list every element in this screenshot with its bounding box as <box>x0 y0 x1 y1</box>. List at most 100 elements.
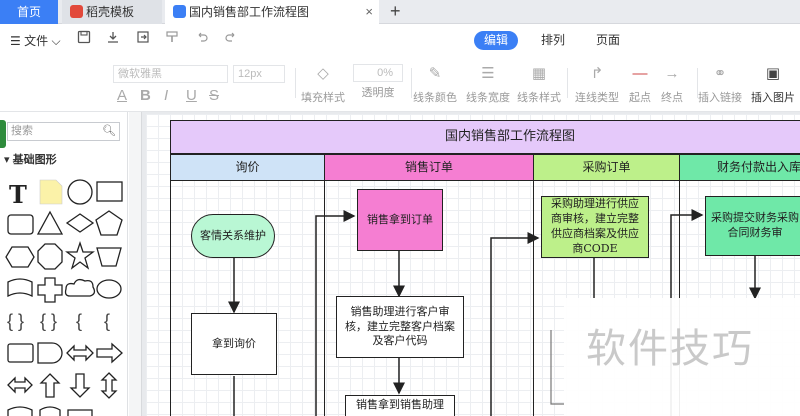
shape-category-label: 基础图形 <box>12 154 57 166</box>
pentagon-shape[interactable] <box>95 210 123 236</box>
node-customer-review[interactable]: 销售助理进行客户审核，建立完整客户档案及客户代码 <box>336 296 464 358</box>
star-shape[interactable] <box>65 240 95 270</box>
up-down-arrow-shape[interactable] <box>100 372 118 399</box>
hexagon-shape[interactable] <box>5 246 35 268</box>
note-shape[interactable] <box>39 179 63 205</box>
insert-link-tool[interactable]: ⚭ 插入链接 <box>690 64 750 105</box>
file-menu-label: 文件 <box>24 34 49 48</box>
fill-style-tool[interactable]: ◇ 填充样式 <box>293 64 353 105</box>
left-brace-shape[interactable]: { <box>76 311 82 331</box>
node-supplier-review[interactable]: 采购助理进行供应商审核，建立完整供应商档案及供应商CODE <box>541 196 649 258</box>
circle-shape[interactable] <box>67 179 93 205</box>
undo-icon[interactable] <box>193 30 211 48</box>
node-receive-inquiry[interactable]: 拿到询价 <box>191 313 277 375</box>
down-arrow-shape[interactable] <box>69 373 91 398</box>
lane-divider <box>170 180 171 416</box>
double-arrow-shape[interactable] <box>7 376 33 394</box>
cross-shape[interactable] <box>37 277 63 303</box>
line-style-tool[interactable]: ▦ 线条样式 <box>509 64 569 105</box>
opacity-input[interactable]: 0% <box>353 64 403 82</box>
tab-templates-label: 稻壳模板 <box>86 5 135 19</box>
toolbar-divider <box>295 68 296 98</box>
line-color-tool[interactable]: ✎ 线条颜色 <box>405 64 465 105</box>
toolbar-divider <box>567 68 568 98</box>
opacity-label: 透明度 <box>361 87 395 99</box>
flowchart-page[interactable]: 国内销售部工作流程图 询价 销售订单 采购订单 财务付款出入库 <box>146 114 800 416</box>
delay-shape[interactable] <box>37 342 63 364</box>
font-family-select[interactable]: 微软雅黑 <box>113 65 228 83</box>
drawing-canvas[interactable]: 国内销售部工作流程图 询价 销售订单 采购订单 财务付款出入库 <box>129 112 800 416</box>
strikethrough-button[interactable]: S <box>209 87 220 104</box>
left-right-arrow-shape[interactable] <box>66 344 94 362</box>
node-customer-relations[interactable]: 客情关系维护 <box>191 214 275 258</box>
tab-bar: 首页 稻壳模板 国内销售部工作流程图 × + <box>0 0 800 24</box>
brace-pair-shape[interactable]: { } <box>7 311 24 331</box>
rectangle-shape[interactable] <box>96 181 123 202</box>
line-end-tool[interactable]: → 终点 <box>642 64 702 105</box>
cloud-shape[interactable] <box>64 278 96 297</box>
diamond-shape[interactable] <box>65 213 95 233</box>
format-painter-icon[interactable] <box>163 30 181 48</box>
up-arrow-shape[interactable] <box>39 373 61 398</box>
line-width-icon: ☰ <box>481 65 495 82</box>
partial-shape-row <box>7 406 93 416</box>
underline-button[interactable]: U <box>186 87 197 104</box>
node-finance-contract[interactable]: 采购提交财务采购合同财务审 <box>705 196 800 256</box>
toolbar-divider <box>697 68 698 98</box>
shape-category-basic[interactable]: ▾ 基础图形 <box>4 151 57 167</box>
bold-button[interactable]: B <box>140 87 151 104</box>
inverted-pentagon-shape[interactable] <box>96 247 122 267</box>
lane-divider <box>324 180 325 416</box>
export-icon[interactable] <box>134 30 152 48</box>
line-color-label: 线条颜色 <box>413 92 457 104</box>
flowchart-doc-icon <box>173 5 186 18</box>
font-color-button[interactable]: A <box>117 87 128 104</box>
tab-templates[interactable]: 稻壳模板 <box>62 0 162 24</box>
wave-shape[interactable] <box>7 278 33 298</box>
svg-text:{: { <box>76 311 82 331</box>
redo-icon[interactable] <box>222 30 240 48</box>
right-brace-shape[interactable]: { <box>104 311 110 331</box>
line-color-icon: ✎ <box>428 65 442 82</box>
octagon-shape[interactable] <box>37 243 63 270</box>
right-arrow-shape[interactable] <box>96 342 123 364</box>
download-icon[interactable] <box>104 30 122 48</box>
insert-image-tool[interactable]: ▣ 插入图片 <box>743 64 800 105</box>
mode-tab-page[interactable]: 页面 <box>595 33 620 47</box>
node-sales-assistant[interactable]: 销售拿到销售助理 <box>345 395 455 416</box>
new-tab-button[interactable]: + <box>390 1 401 21</box>
italic-button[interactable]: I <box>164 87 169 104</box>
lane-header-sales-order[interactable]: 销售订单 <box>324 154 534 181</box>
lane-header-inquiry[interactable]: 询价 <box>170 154 325 181</box>
opacity-tool[interactable]: 透明度 <box>348 84 408 104</box>
line-end-icon: → <box>664 65 680 82</box>
font-size-select[interactable]: 12px <box>233 65 285 83</box>
process-shape[interactable] <box>7 343 34 363</box>
svg-text:{ }: { } <box>7 311 24 331</box>
text-shape[interactable]: T <box>9 180 27 209</box>
mode-tab-arrange[interactable]: 排列 <box>540 33 565 47</box>
save-icon[interactable] <box>75 30 93 48</box>
fill-style-label: 填充样式 <box>301 92 345 104</box>
ellipse-shape[interactable] <box>96 279 122 299</box>
line-start-tool[interactable]: — 起点 <box>610 64 670 105</box>
connector-type-tool[interactable]: ↱ 连线类型 <box>567 64 627 105</box>
lane-header-finance[interactable]: 财务付款出入库 <box>679 154 800 181</box>
shape-search-input[interactable]: 搜索 🔍︎ <box>7 122 120 141</box>
tab-home[interactable]: 首页 <box>0 0 58 24</box>
lane-header-purchase-order[interactable]: 采购订单 <box>533 154 680 181</box>
mode-tab-edit[interactable]: 编辑 <box>474 31 518 50</box>
connector-type-icon: ↱ <box>590 65 604 82</box>
node-sales-order[interactable]: 销售拿到订单 <box>357 189 443 251</box>
panel-collapse-handle[interactable] <box>0 120 6 148</box>
flowchart-title[interactable]: 国内销售部工作流程图 <box>170 120 800 154</box>
close-tab-icon[interactable]: × <box>365 4 373 19</box>
triangle-shape[interactable] <box>36 210 64 235</box>
connector-arrow <box>315 210 356 416</box>
bracket-pair-shape[interactable]: { } <box>40 311 57 331</box>
rounded-rect-shape[interactable] <box>7 214 34 235</box>
line-width-tool[interactable]: ☰ 线条宽度 <box>458 64 518 105</box>
file-menu[interactable]: ☰ 文件 ⌵ <box>10 32 61 49</box>
insert-image-icon: ▣ <box>765 65 781 82</box>
tab-document[interactable]: 国内销售部工作流程图 × <box>165 0 379 24</box>
